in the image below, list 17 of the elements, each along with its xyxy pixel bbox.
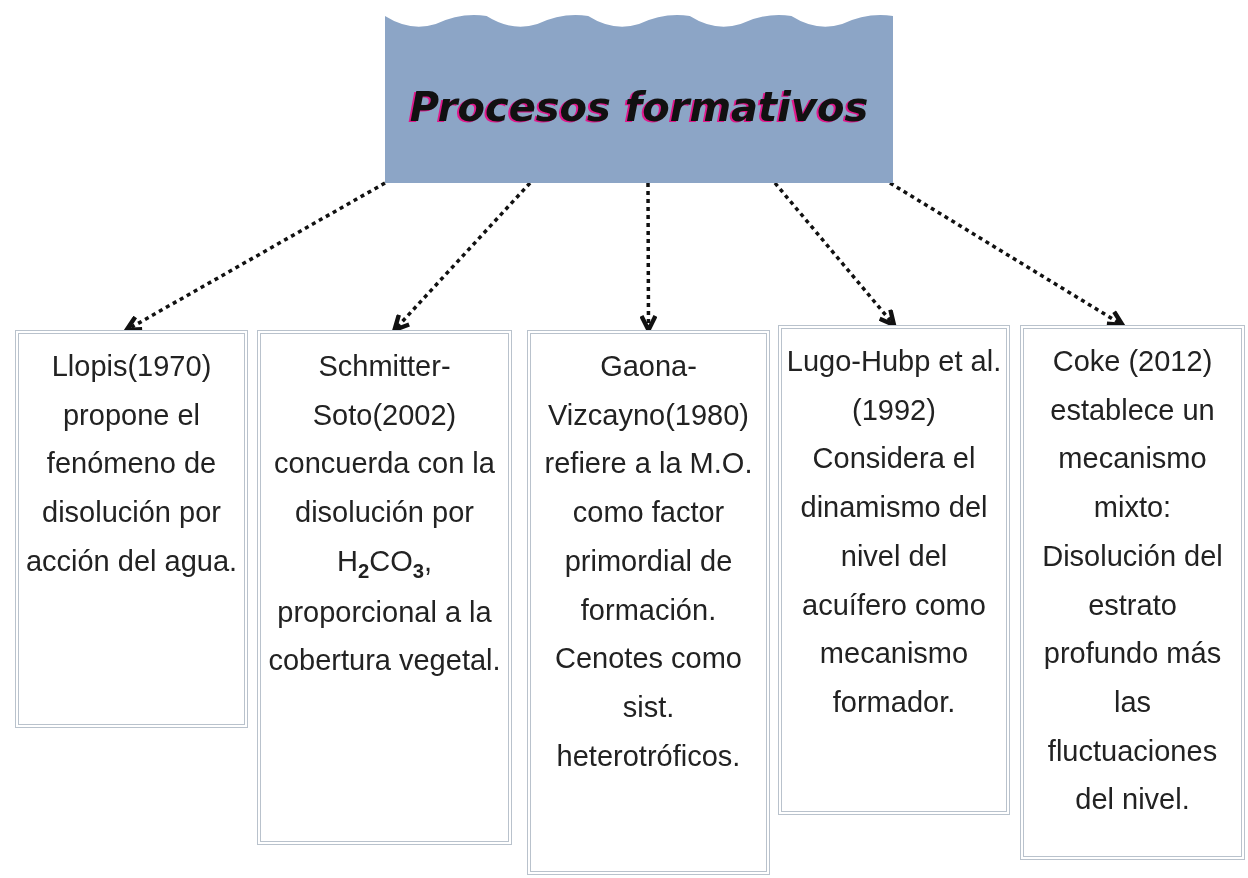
- text-card: [527, 330, 770, 875]
- text-card: [1020, 325, 1245, 860]
- card-text: Coke (2012) establece un mecanismo mixto: Disolución del estrato profundo más las fluctuaciones del nivel.: [1041, 344, 1224, 818]
- text-card: [778, 325, 1010, 815]
- arrow: [639, 183, 658, 333]
- arrow: [124, 181, 386, 333]
- text-card: [257, 330, 512, 845]
- card-text: Lugo-Hubp et al. (1992) Considera el dinamismo del nivel del acuífero como mecanismo formador.: [786, 344, 1002, 721]
- title-text: Procesos formativos: [409, 82, 869, 130]
- arrow: [392, 181, 532, 333]
- text-card: [15, 330, 248, 728]
- arrow: [889, 181, 1125, 328]
- card-text: Gaona-Vizcayno(1980) refiere a la M.O. como factor primordial de formación. Cenotes como sist. heterotróficos.: [543, 349, 754, 774]
- card-text: Llopis(1970) propone el fenómeno de disolución por acción del agua.: [24, 349, 239, 579]
- wavy-banner: [385, 12, 893, 183]
- arrow: [773, 181, 897, 328]
- card-text: Schmitter-Soto(2002) concuerda con la disolución por H$_{2}$CO$_{3}$, proporcional a la cobertura vegetal.: [267, 349, 502, 679]
